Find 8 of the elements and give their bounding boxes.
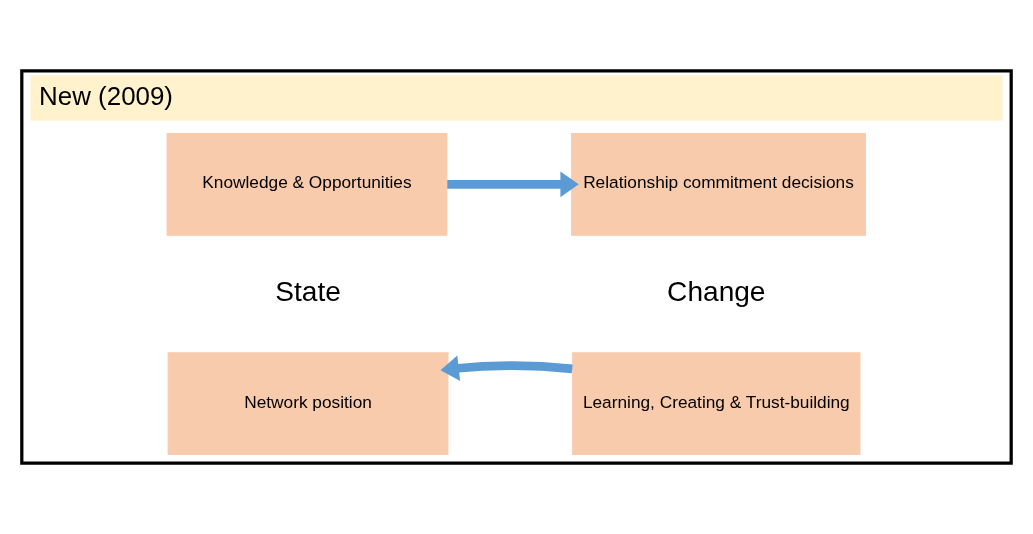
- node-box: Network position: [167, 352, 449, 455]
- node-box: Relationship commitment decisions: [571, 133, 866, 236]
- node-box: Learning, Creating & Trust-building: [572, 352, 861, 455]
- label: State: [275, 275, 341, 307]
- label: Change: [667, 275, 766, 307]
- node-box: Knowledge & Opportunities: [166, 133, 448, 236]
- arrow: [447, 171, 579, 198]
- arrow: [440, 355, 573, 381]
